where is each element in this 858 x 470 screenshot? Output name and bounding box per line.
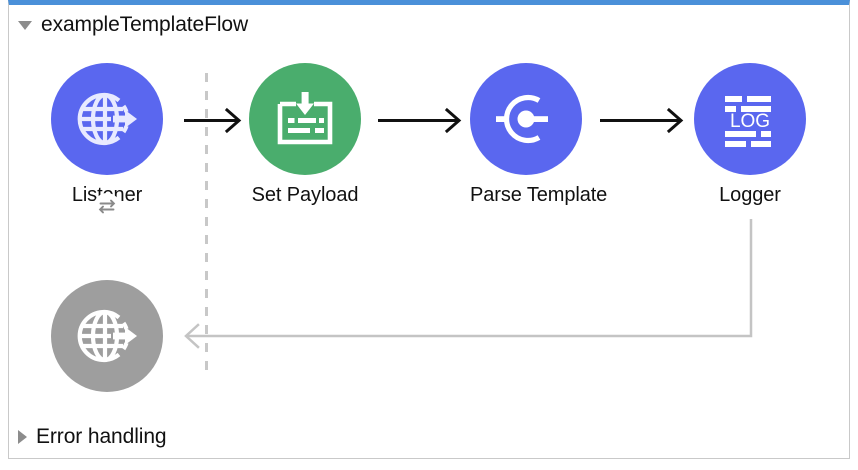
node-logger-circle[interactable]: LOG [694,63,806,175]
globe-arrow-icon [77,92,137,146]
node-set-payload[interactable]: Set Payload [249,63,361,207]
node-parse-template-circle[interactable] [470,63,582,175]
triangle-right-icon[interactable] [18,430,27,444]
log-text: LOG [730,111,770,132]
parse-template-c-icon [496,94,548,144]
node-logger[interactable]: LOG Logger [694,63,806,207]
node-listener[interactable]: Listener [51,63,163,220]
node-set-payload-circle[interactable] [249,63,361,175]
node-logger-label: Logger [719,184,781,206]
bidirectional-arrow-icon [98,199,116,214]
flow-title: exampleTemplateFlow [41,13,249,36]
flow-header[interactable]: exampleTemplateFlow [18,12,248,38]
set-payload-tray-icon [277,92,333,145]
log-document-icon: LOG [725,96,771,147]
node-parse-template-label: Parse Template [470,184,608,206]
triangle-down-icon[interactable] [18,20,32,30]
node-set-payload-label: Set Payload [251,184,359,206]
globe-arrow-icon [77,309,137,363]
node-parse-template[interactable]: Parse Template [470,63,608,207]
error-handling-title: Error handling [36,425,167,448]
node-listener-circle[interactable] [51,63,163,175]
node-listener-response-circle[interactable] [51,280,163,392]
error-handling-header[interactable]: Error handling [18,424,167,450]
listener-request-response-badge [93,193,121,220]
node-listener-response[interactable] [51,280,163,401]
